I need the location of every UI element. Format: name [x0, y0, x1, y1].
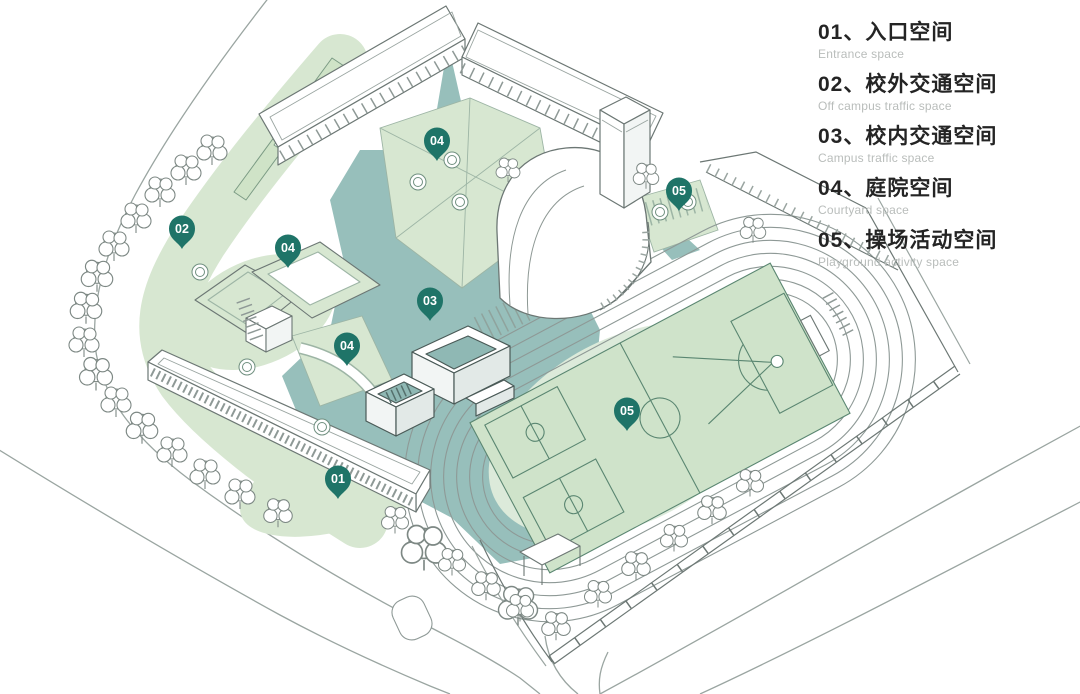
classroom-bar-west: [258, 5, 468, 166]
sunken-court-large: [411, 325, 515, 417]
legend-zh-playground: 05、操场活动空间: [818, 229, 998, 252]
map-pin-campus-traffic: 03: [417, 287, 443, 321]
gate-path-2: [598, 651, 609, 694]
legend-item-off-campus-traffic: 02、校外交通空间 Off campus traffic space: [818, 72, 1074, 113]
legend-en-entrance: Entrance space: [818, 47, 905, 61]
map-pin-playground-terrace: 05: [666, 177, 692, 211]
svg-text:01: 01: [331, 472, 345, 486]
svg-text:04: 04: [340, 339, 354, 353]
legend-zh-off-campus-traffic: 02、校外交通空间: [818, 73, 998, 96]
road-southeast-2: [699, 501, 1080, 694]
svg-text:04: 04: [430, 134, 444, 148]
legend-en-courtyard: Courtyard space: [818, 203, 910, 217]
gate-path-1: [544, 635, 579, 694]
legend-item-courtyard: 04、庭院空间 Courtyard space: [818, 176, 1074, 217]
svg-text:05: 05: [620, 404, 634, 418]
svg-text:02: 02: [175, 222, 189, 236]
legend-zh-entrance: 01、入口空间: [818, 21, 954, 44]
side-stand: [822, 291, 854, 337]
entrance-gate: [391, 533, 581, 641]
legend-en-off-campus-traffic: Off campus traffic space: [818, 99, 952, 113]
svg-text:05: 05: [672, 184, 686, 198]
legend-item-entrance: 01、入口空间 Entrance space: [818, 20, 1074, 61]
hatch-details: [473, 163, 903, 343]
map-pins: 02 04 05 04 03 04 05 01: [169, 127, 692, 499]
legend: 01、入口空间 Entrance space 02、校外交通空间 Off cam…: [818, 20, 1074, 280]
goal-box: [799, 314, 830, 357]
road-southwest: [0, 449, 451, 694]
map-pin-off-campus-traffic: 02: [169, 215, 195, 249]
legend-zh-courtyard: 04、庭院空间: [818, 177, 954, 200]
map-pin-courtyard-west: 04: [275, 234, 301, 268]
map-pin-entrance: 01: [325, 465, 351, 499]
map-pin-playground-field: 05: [614, 397, 640, 431]
sunken-court-small: [365, 373, 435, 437]
road-southeast-1: [599, 425, 1080, 694]
legend-item-playground: 05、操场活动空间 Playground activity space: [818, 228, 1074, 269]
svg-text:03: 03: [423, 294, 437, 308]
legend-en-campus-traffic: Campus traffic space: [818, 151, 935, 165]
map-pin-courtyard-top: 04: [424, 127, 450, 161]
legend-item-campus-traffic: 03、校内交通空间 Campus traffic space: [818, 124, 1074, 165]
legend-zh-campus-traffic: 03、校内交通空间: [818, 125, 998, 148]
tower: [599, 96, 651, 209]
boundary-walls: [471, 151, 971, 667]
map-pin-courtyard-mid: 04: [334, 332, 360, 366]
legend-en-playground: Playground activity space: [818, 255, 960, 269]
svg-text:04: 04: [281, 241, 295, 255]
